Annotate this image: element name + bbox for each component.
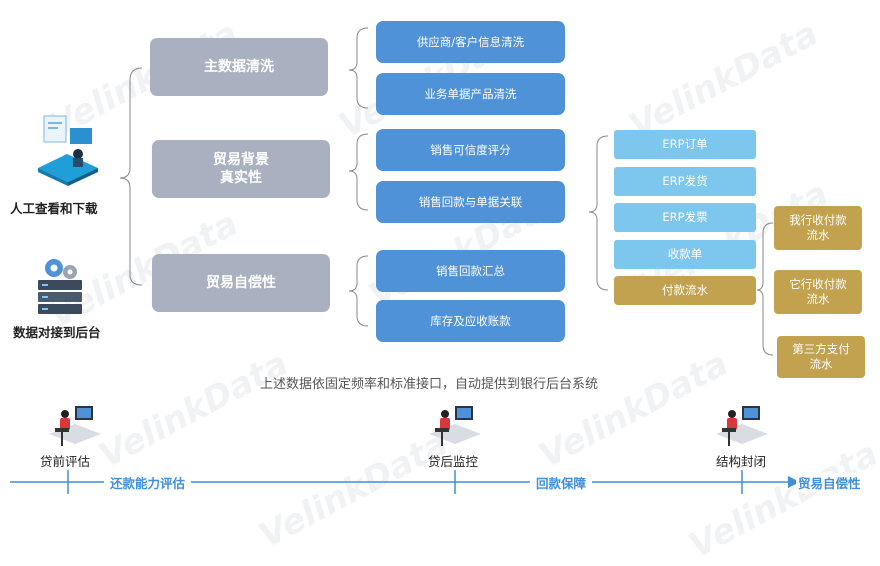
other-bank-flow: 它行收付款 流水 [774, 270, 862, 314]
erp-shipment: ERP发货 [614, 167, 756, 196]
backend-docking-label: 数据对接到后台 [13, 325, 101, 340]
desk-worker-icon [38, 115, 98, 186]
item-inventory-receivables: 库存及应收账款 [376, 300, 565, 342]
stage-post-loan: 贷后监控 [428, 454, 479, 469]
segment-trade-self-liquidating: 贸易自偿性 [796, 473, 863, 492]
stage-structure-closure: 结构封闭 [716, 454, 767, 469]
item-document-product-cleaning: 业务单据产品清洗 [376, 73, 565, 115]
workstation-icon [716, 406, 768, 446]
data-delivery-caption: 上述数据依固定频率和标准接口，自动提供到银行后台系统 [260, 377, 599, 392]
segment-repayment-ability: 还款能力评估 [104, 473, 192, 492]
erp-order: ERP订单 [614, 130, 756, 159]
workstation-icon [49, 406, 101, 446]
category-trade-self-liquidating: 贸易自偿性 [152, 254, 330, 312]
item-sales-credibility-score: 销售可信度评分 [376, 129, 565, 171]
stage-pre-loan: 贷前评估 [40, 454, 91, 469]
server-gears-icon [38, 259, 82, 314]
item-sales-collection-summary: 销售回款汇总 [376, 250, 565, 292]
workstation-icon [429, 406, 481, 446]
payment-flow: 付款流水 [614, 276, 756, 305]
manual-view-label: 人工查看和下载 [10, 201, 98, 216]
own-bank-flow: 我行收付款 流水 [774, 206, 862, 250]
erp-invoice: ERP发票 [614, 203, 756, 232]
segment-collection-guarantee: 回款保障 [530, 473, 593, 492]
third-party-payment-flow: 第三方支付 流水 [777, 336, 865, 378]
category-master-data-cleaning: 主数据清洗 [150, 38, 328, 96]
item-sales-collection-link: 销售回款与单据关联 [376, 181, 565, 223]
category-trade-authenticity: 贸易背景 真实性 [152, 140, 330, 198]
item-supplier-customer-cleaning: 供应商/客户信息清洗 [376, 21, 565, 63]
receipt-voucher: 收款单 [614, 240, 756, 269]
